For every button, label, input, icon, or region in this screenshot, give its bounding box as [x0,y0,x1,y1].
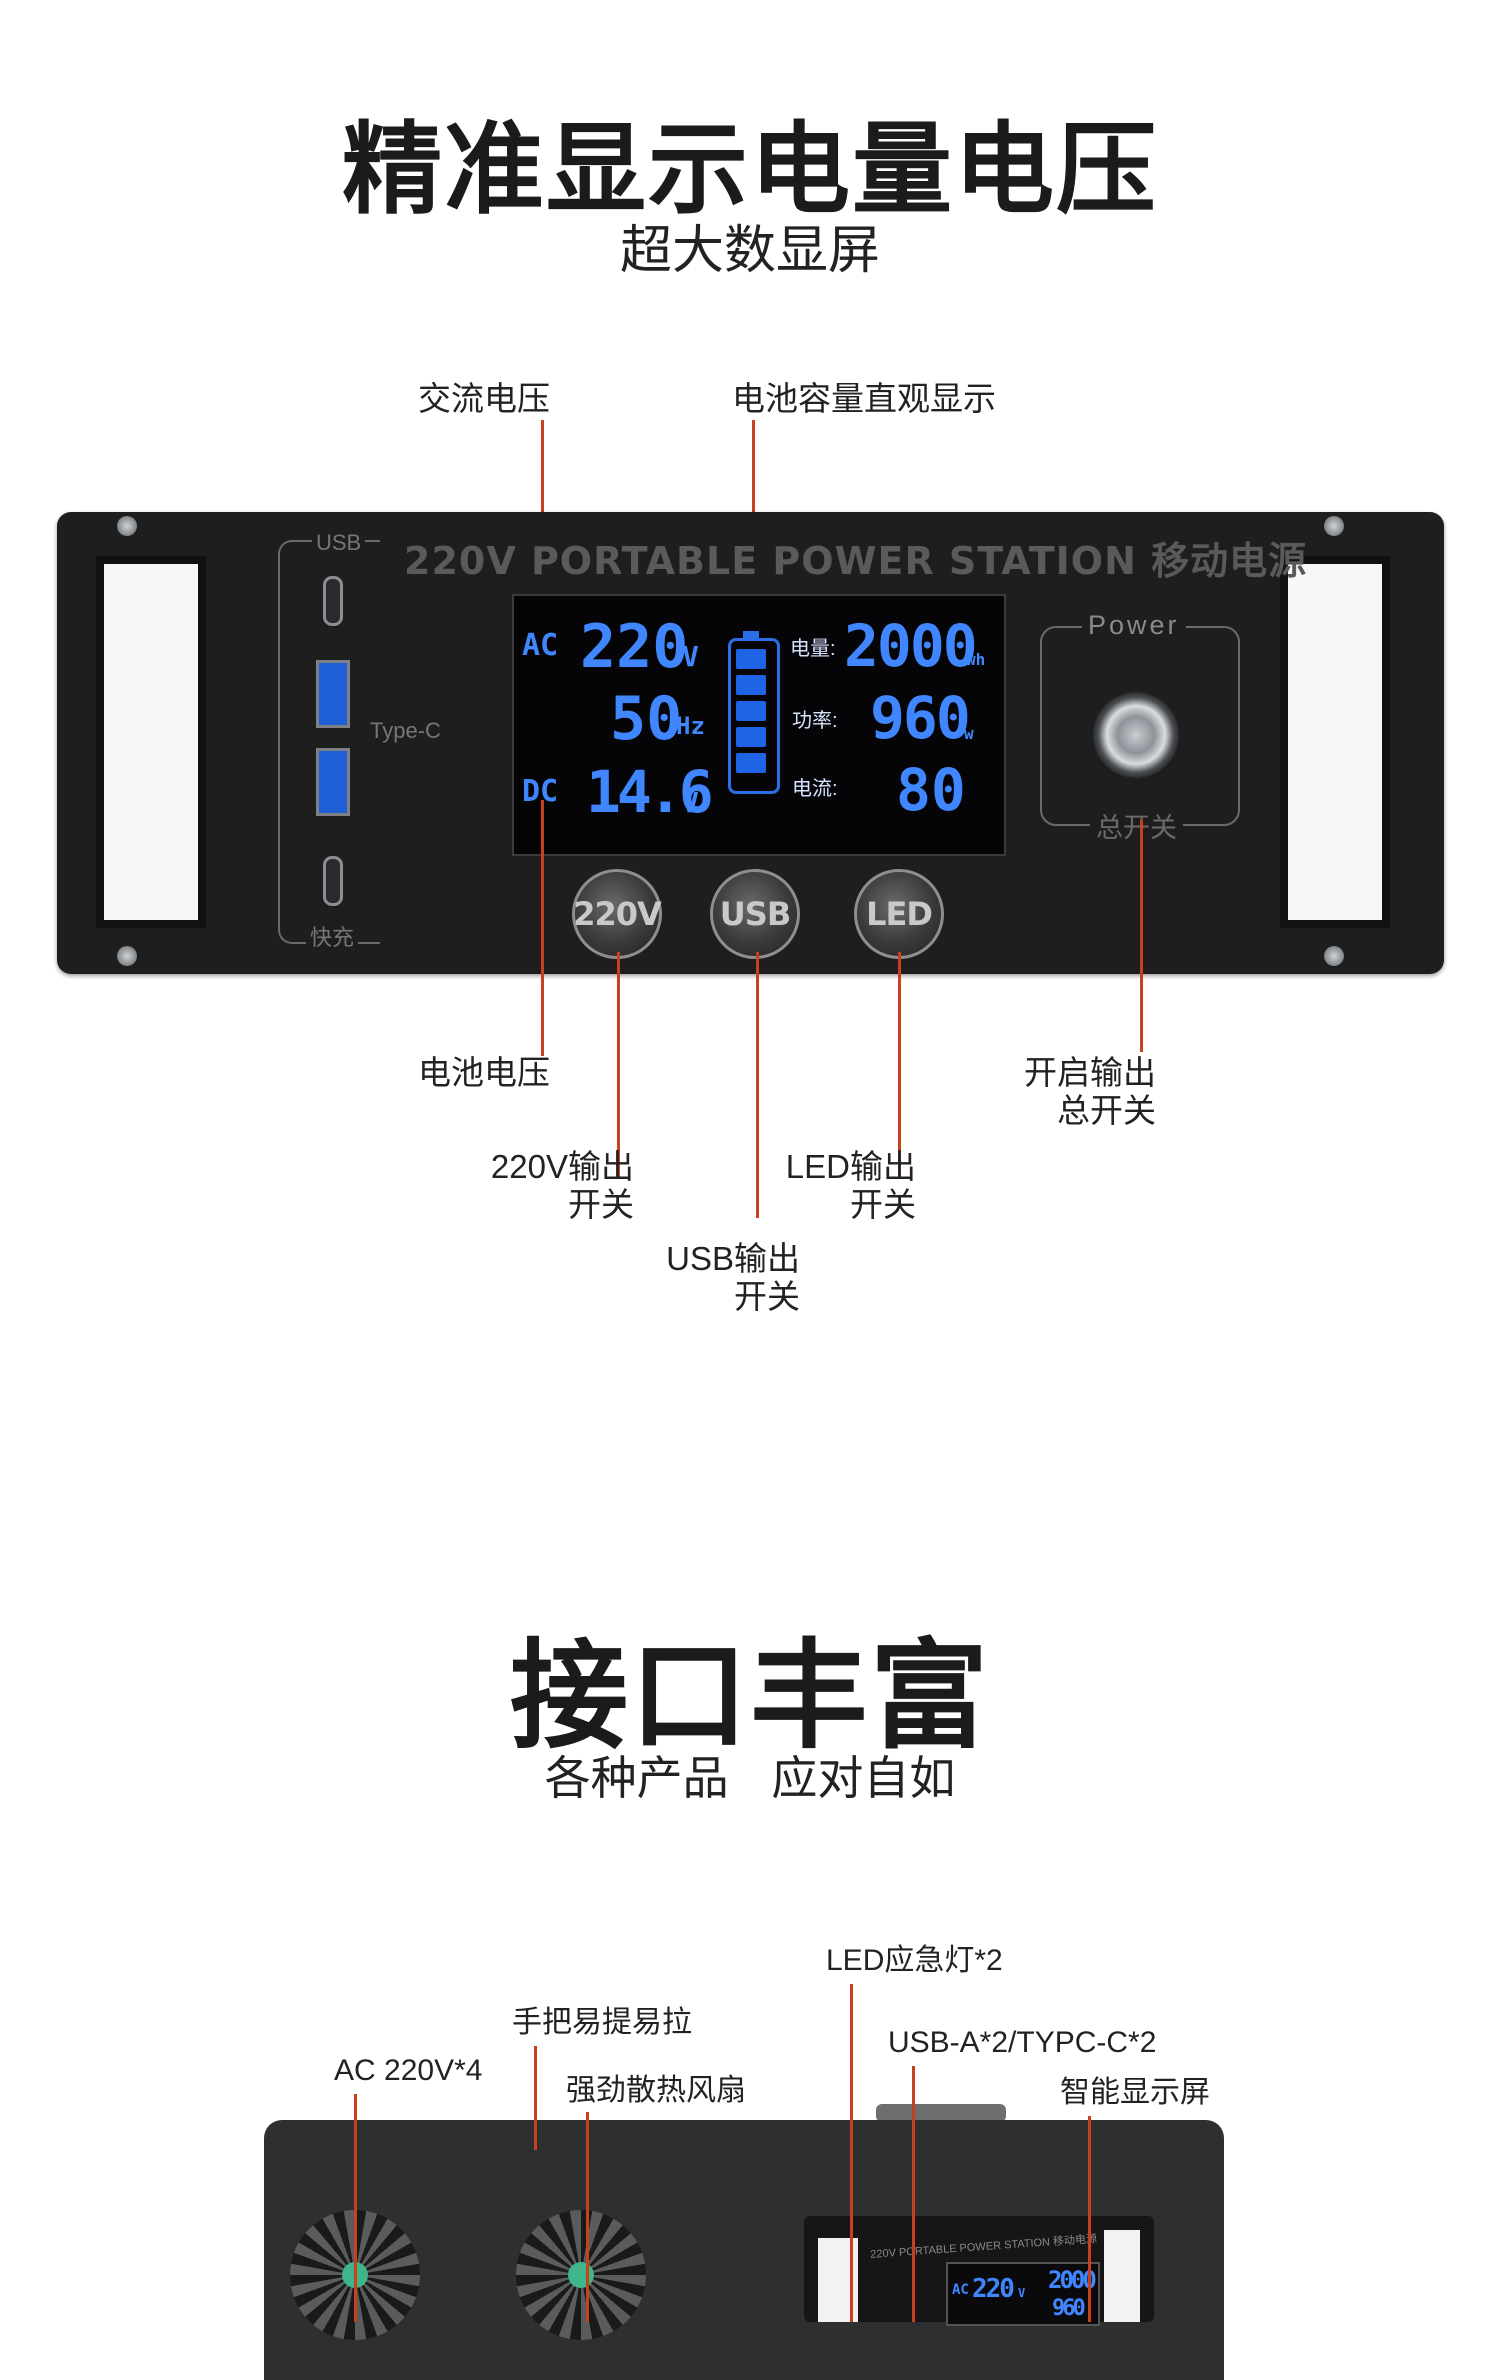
led-light-left [96,556,206,928]
callout-line [1088,2116,1091,2322]
device-lcd-capacity: 2000 [1048,2266,1097,2294]
callout-master-switch: 开启输出 总开关 [1000,1054,1156,1130]
led-light-right [1280,556,1390,928]
callout-line [850,1984,853,2322]
callout-line [586,2112,589,2322]
callout-usb-ports: USB-A*2/TYPC-C*2 [888,2026,1157,2059]
callout-ac-outlets: AC 220V*4 [334,2054,483,2087]
device-led-light [1104,2230,1140,2322]
section2-subtitle: 各种产品 应对自如 [544,1752,956,1804]
section1-subtitle: 超大数显屏 [619,222,880,280]
lcd-frequency: 50 [610,684,683,754]
battery-level-bar [736,753,766,773]
lcd-dc-voltage: 14.6 [586,758,714,826]
power-label: Power [1082,610,1186,641]
device-lcd-ac-unit: V [1018,2286,1026,2300]
lcd-power-label: 功率: [792,710,838,732]
battery-level-bar [736,675,766,695]
lcd-capacity: 2000 [844,612,978,680]
lcd-current-label: 电流: [792,778,838,800]
callout-master-switch-line2: 总开关 [1057,1092,1156,1129]
lcd-ac-voltage: 220 [580,612,689,682]
battery-level-bar [736,727,766,747]
callout-master-switch-line1: 开启输出 [1024,1054,1156,1091]
callout-line [354,2094,357,2322]
callout-led-light: LED应急灯*2 [826,1944,1003,1977]
lcd-ac-label: AC [522,628,559,663]
screw-icon [1324,946,1344,966]
screw-icon [117,516,137,536]
section1-title: 精准显示电量电压 [342,114,1158,226]
battery-icon [728,631,780,794]
usb-a-port [316,748,350,816]
button-220v[interactable]: 220V [572,869,662,959]
device-handle [876,2104,1006,2122]
battery-level-bar [736,701,766,721]
callout-led-output: LED输出 开关 [780,1148,916,1224]
callout-led-output-line1: LED输出 [785,1148,916,1185]
section2-title: 接口丰富 [509,1631,990,1763]
callout-line [898,952,901,1178]
lcd-power-unit: w [964,724,974,743]
callout-220v-output-line1: 220V输出 [490,1148,634,1185]
lcd-ac-voltage-unit: V [682,640,699,673]
typec-label: Type-C [370,718,441,743]
callout-display: 智能显示屏 [1060,2076,1210,2109]
callout-handle: 手把易提易拉 [512,2006,692,2039]
callout-line [617,952,620,1178]
lcd-power: 960 [870,684,971,752]
device-lcd-ac-label: AC [952,2282,969,2298]
callout-fan: 强劲散热风扇 [566,2074,746,2107]
panel-title: 220V PORTABLE POWER STATION 移动电源 [404,539,1308,583]
lcd-display [512,594,1006,856]
master-switch-label: 总开关 [1090,806,1183,845]
screw-icon [117,946,137,966]
callout-ac-voltage: 交流电压 [418,380,550,417]
callout-led-output-line2: 开关 [850,1186,916,1223]
fan-hub [568,2262,594,2288]
screw-icon [1324,516,1344,536]
callout-usb-output-line1: USB输出 [666,1240,800,1277]
callout-line [534,2046,537,2150]
device-lcd-ac-value: 220 [972,2274,1015,2304]
lcd-capacity-label: 电量: [790,638,836,660]
device-lcd-power: 960 [1052,2296,1086,2321]
callout-usb-output: USB输出 开关 [660,1240,800,1316]
lcd-current: 80 [896,756,966,824]
callout-line [756,952,759,1218]
callout-battery-capacity: 电池容量直观显示 [732,380,996,417]
callout-line [1140,820,1143,1052]
callout-line [912,2066,915,2322]
usb-label: USB [312,530,366,556]
callout-usb-output-line2: 开关 [734,1278,800,1315]
callout-220v-output-line2: 开关 [568,1186,634,1223]
callout-line [541,800,544,1056]
button-led[interactable]: LED [854,869,944,959]
lcd-dc-voltage-unit: V [682,786,699,819]
button-usb[interactable]: USB [710,869,800,959]
power-button[interactable] [1093,692,1179,778]
lcd-dc-label: DC [522,774,559,809]
usb-a-port [316,660,350,728]
battery-level-bar [736,649,766,669]
fast-charge-label: 快充 [306,920,359,952]
callout-battery-voltage: 电池电压 [418,1054,550,1091]
typec-port [323,576,343,626]
lcd-capacity-unit: wh [966,650,986,669]
typec-port [323,856,343,906]
callout-220v-output: 220V输出 开关 [470,1148,634,1224]
lcd-frequency-unit: Hz [676,712,705,740]
